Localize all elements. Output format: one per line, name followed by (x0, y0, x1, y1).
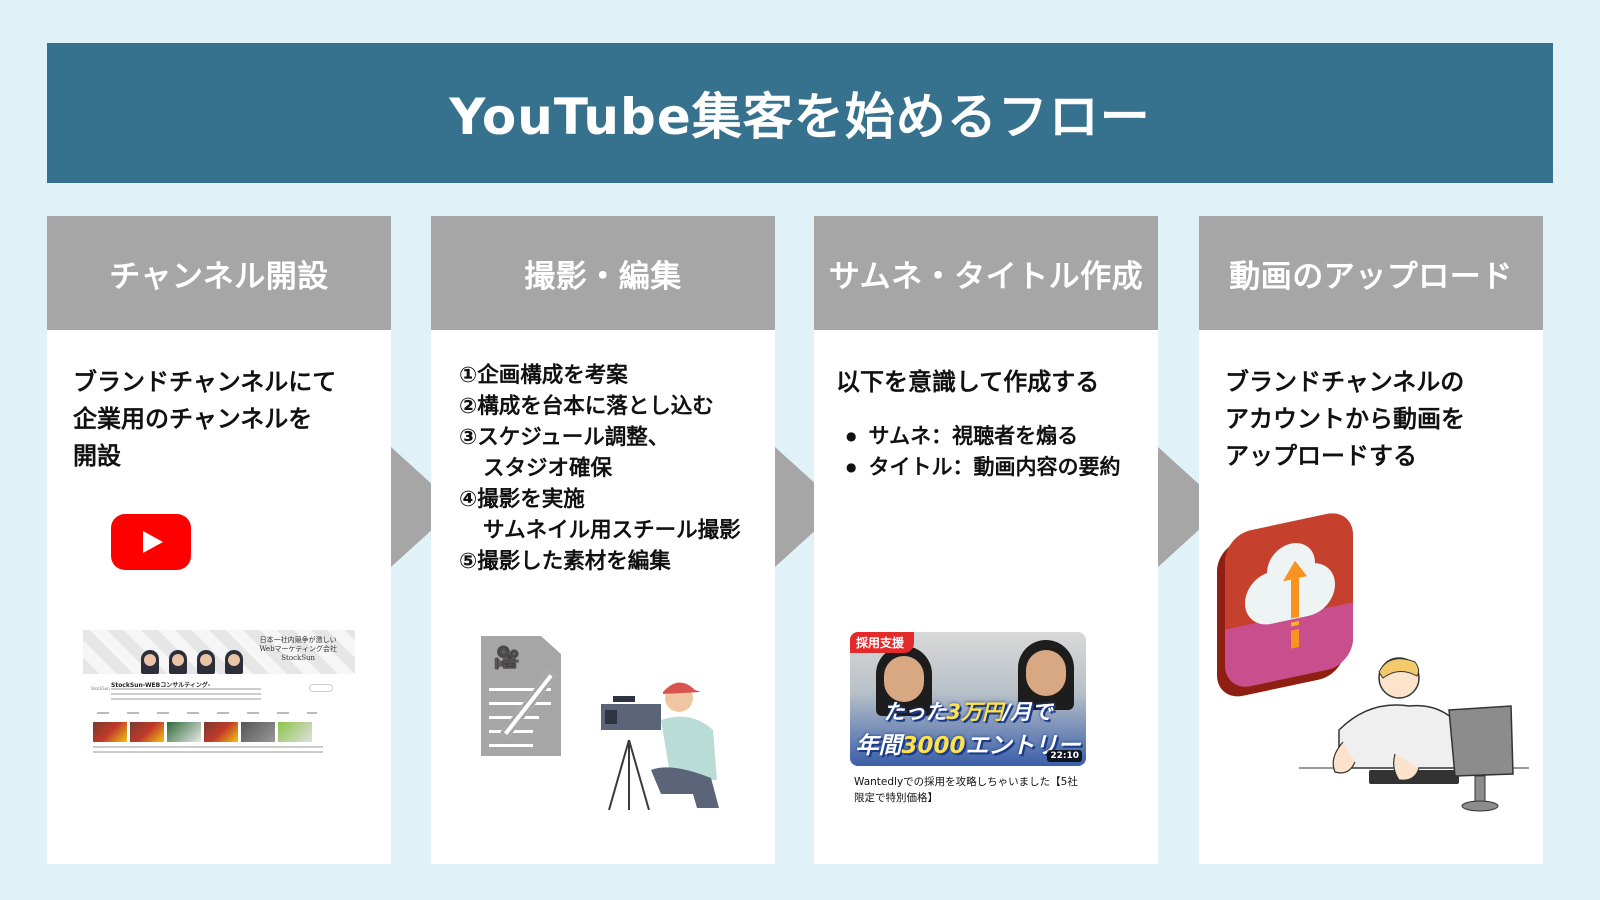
category-badge: 採用支援 (850, 632, 915, 653)
video-duration: 22:10 (1047, 750, 1082, 762)
list-item: サムネ：視聴者を煽る (846, 421, 1132, 452)
step-description: ブランドチャンネルの アカウントから動画を アップロードする (1225, 364, 1517, 475)
banner-line: Webマーケティング会社 (259, 645, 337, 653)
page-title: YouTube集客を始めるフロー (449, 88, 1151, 146)
step-lead: 以下を意識して作成する (836, 368, 1100, 396)
description-line: 開設 (73, 442, 121, 470)
step-card-thumbnail-title: サムネ・タイトル作成 以下を意識して作成する サムネ：視聴者を煽る タイトル：動… (814, 216, 1158, 864)
description-line: ブランドチャンネルの (1225, 368, 1465, 396)
step-header: 動画のアップロード (1199, 216, 1543, 330)
description-line: ブランドチャンネルにて (73, 368, 337, 396)
channel-avatar: StockSun (91, 686, 110, 691)
video-title: Wantedlyでの採用を攻略しちゃいました【5社限定で特別価格】 (854, 776, 1078, 804)
list-item: ①企画構成を考案 (459, 363, 628, 388)
description-line: 企業用のチャンネルを (73, 405, 313, 433)
step-card-channel-setup: チャンネル開設 ブランドチャンネルにて 企業用のチャンネルを 開設 日本一社内競… (47, 216, 391, 864)
step-header: 撮影・編集 (431, 216, 775, 330)
list-item: ②構成を台本に落とし込む (459, 394, 714, 419)
step-card-upload: 動画のアップロード ブランドチャンネルの アカウントから動画を アップロードする (1199, 216, 1543, 864)
bullet-list: サムネ：視聴者を煽る タイトル：動画内容の要約 (836, 421, 1132, 483)
step-list: ①企画構成を考案 ②構成を台本に落とし込む ③スケジュール調整、スタジオ確保 ④… (459, 360, 749, 577)
list-item: ⑤撮影した素材を編集 (459, 549, 671, 574)
script-document-icon: 🎥 (481, 636, 561, 756)
video-thumbnail: 採用支援 たった3万円/月で 年間3000エントリー 22:10 (850, 632, 1086, 766)
step-card-shooting-editing: 撮影・編集 ①企画構成を考案 ②構成を台本に落とし込む ③スケジュール調整、スタ… (431, 216, 775, 864)
cameraman-illustration (601, 682, 719, 810)
thumbnail-headline: たった3万円/月で (883, 700, 1053, 724)
subscribe-button (309, 684, 333, 692)
movie-camera-icon: 🎥 (493, 646, 521, 671)
channel-page-screenshot: 日本一社内競争が激しい Webマーケティング会社 StockSun StockS… (83, 630, 355, 770)
list-item: タイトル：動画内容の要約 (846, 452, 1132, 483)
banner-line: 日本一社内競争が激しい (259, 636, 337, 644)
step-header: チャンネル開設 (47, 216, 391, 330)
video-thumbnails (93, 722, 312, 742)
youtube-logo-icon (111, 514, 191, 570)
thumbnail-headline: 年間3000エントリー (855, 733, 1081, 759)
step-header: サムネ・タイトル作成 (814, 216, 1158, 330)
description-line: アップロードする (1225, 442, 1417, 470)
description-line: アカウントから動画を (1225, 405, 1465, 433)
banner-line: StockSun (281, 654, 316, 662)
step-description: ブランドチャンネルにて 企業用のチャンネルを 開設 (73, 364, 365, 475)
office-worker-illustration (1299, 657, 1529, 812)
title-banner: YouTube集客を始めるフロー (47, 43, 1553, 183)
list-item: ④撮影を実施サムネイル用スチール撮影 (459, 487, 741, 543)
channel-name: StockSun-WEBコンサルティング- (111, 682, 211, 689)
list-item: ③スケジュール調整、スタジオ確保 (459, 425, 670, 481)
